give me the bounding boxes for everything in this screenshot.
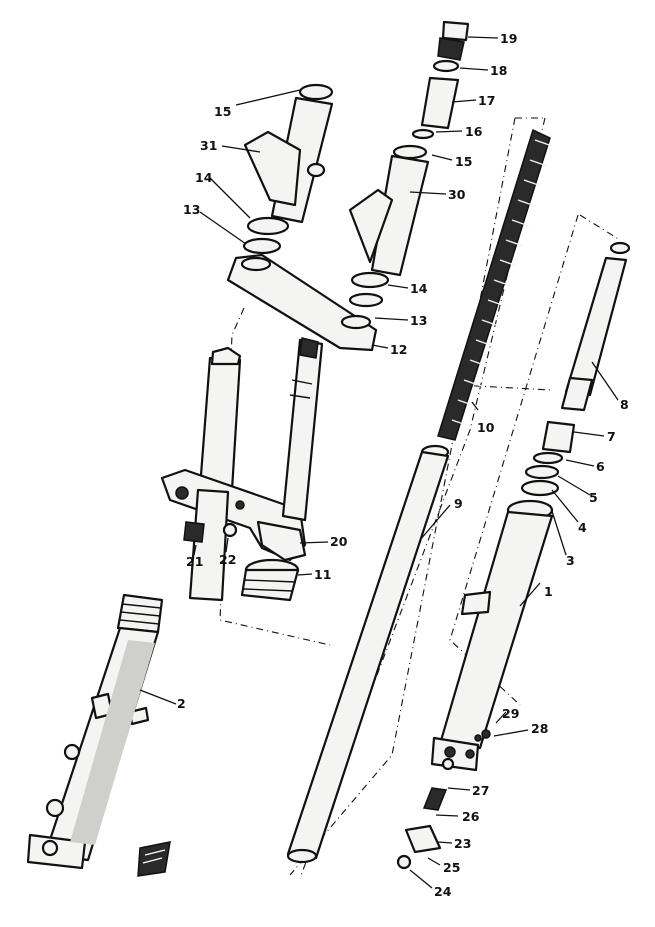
fork-spring-10 (437, 128, 553, 441)
assembled-fork-left (26, 337, 324, 877)
callout-14b: 14 (410, 281, 428, 296)
inner-tube-8 (560, 241, 631, 412)
outer-tube-1 (430, 499, 554, 772)
callout-7: 7 (607, 429, 616, 444)
callout-9: 9 (454, 496, 463, 511)
callout-11: 11 (314, 567, 331, 582)
callout-26: 26 (462, 809, 480, 824)
callout-4: 4 (578, 520, 587, 535)
bolt-21-washer-22 (183, 521, 238, 543)
callout-2: 2 (177, 696, 186, 711)
callout-5: 5 (589, 490, 598, 505)
callout-20: 20 (330, 534, 348, 549)
callout-17: 17 (478, 93, 495, 108)
callout-6: 6 (596, 459, 605, 474)
callout-27: 27 (472, 783, 489, 798)
upper-bracket-12 (226, 253, 378, 352)
callout-13a: 13 (183, 202, 200, 217)
callout-8: 8 (620, 397, 629, 412)
seals-upper-left (242, 216, 290, 255)
callout-1: 1 (544, 584, 553, 599)
callout-28: 28 (531, 721, 548, 736)
callout-30: 30 (448, 187, 466, 202)
callout-13b: 13 (410, 313, 427, 328)
callout-25: 25 (443, 860, 460, 875)
cap-bolt-stack (411, 20, 470, 140)
callout-23: 23 (454, 836, 471, 851)
callout-31: 31 (200, 138, 217, 153)
upper-holder-30 (348, 144, 430, 308)
callout-labels: 19 18 17 16 15 15 31 30 14 13 14 13 12 1… (177, 31, 629, 899)
callout-12: 12 (390, 342, 407, 357)
callout-22: 22 (219, 552, 236, 567)
drain-parts-23-29 (396, 729, 491, 870)
leader-lines (139, 36, 619, 889)
callout-16: 16 (465, 124, 483, 139)
callout-29: 29 (502, 706, 519, 721)
callout-14a: 14 (195, 170, 213, 185)
callout-24: 24 (434, 884, 452, 899)
callout-19: 19 (500, 31, 517, 46)
callout-3: 3 (566, 553, 575, 568)
callout-15a: 15 (214, 104, 231, 119)
damper-tube-9 (286, 444, 450, 864)
upper-holder-31 (243, 83, 334, 224)
callout-15b: 15 (455, 154, 472, 169)
oil-seal-parts-3-7 (520, 420, 576, 497)
callout-18: 18 (490, 63, 507, 78)
callout-21: 21 (186, 554, 203, 569)
dust-seal-11 (240, 558, 300, 602)
callout-10: 10 (477, 420, 495, 435)
